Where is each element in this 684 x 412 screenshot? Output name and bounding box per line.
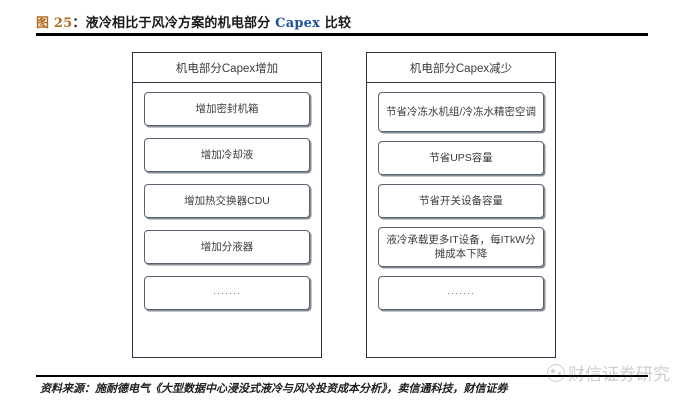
list-item: 节省UPS容量 (378, 141, 544, 175)
watermark-text: 财信证券研究 (568, 365, 670, 385)
source-divider-rule (36, 375, 648, 377)
watermark: 财信证券研究 (547, 360, 670, 385)
column-capex-increase: 机电部分Capex增加 增加密封机箱 增加冷却液 增加热交换器CDU 增加分液器… (132, 52, 322, 358)
figure-label: 图 25 (36, 15, 73, 31)
column-body-increase: 增加密封机箱 增加冷却液 增加热交换器CDU 增加分液器 ······· (133, 83, 321, 357)
title-divider-rule (36, 33, 648, 36)
list-item: 增加分液器 (144, 230, 310, 264)
column-capex-decrease: 机电部分Capex减少 节省冷冻水机组/冷冻水精密空调 节省UPS容量 节省开关… (366, 52, 556, 358)
column-body-decrease: 节省冷冻水机组/冷冻水精密空调 节省UPS容量 节省开关设备容量 液冷承载更多I… (367, 83, 555, 357)
list-item-ellipsis: ······· (144, 276, 310, 310)
source-note: 资料来源：施耐德电气《大型数据中心浸没式液冷与风冷投资成本分析》，卖信通科技，财… (40, 382, 508, 395)
title-text-english: Capex (275, 15, 321, 31)
figure-title-row: 图 25：液冷相比于风冷方案的机电部分 Capex 比较 (36, 10, 648, 32)
list-item: 液冷承载更多IT设备，每ITkW分摊成本下降 (378, 227, 544, 267)
title-separator: ： (72, 15, 86, 31)
list-item: 节省开关设备容量 (378, 184, 544, 218)
list-item: 增加密封机箱 (144, 92, 310, 126)
column-header-increase: 机电部分Capex增加 (133, 53, 321, 83)
list-item: 增加热交换器CDU (144, 184, 310, 218)
list-item: 节省冷冻水机组/冷冻水精密空调 (378, 92, 544, 132)
page-title: 图 25：液冷相比于风冷方案的机电部分 Capex 比较 (36, 12, 351, 31)
list-item: 增加冷却液 (144, 138, 310, 172)
watermark-logo-icon (547, 363, 565, 382)
list-item-ellipsis: ······· (378, 276, 544, 310)
column-header-decrease: 机电部分Capex减少 (367, 53, 555, 83)
title-text-part1: 液冷相比于风冷方案的机电部分 (85, 15, 276, 31)
title-text-part2: 比较 (320, 15, 352, 31)
